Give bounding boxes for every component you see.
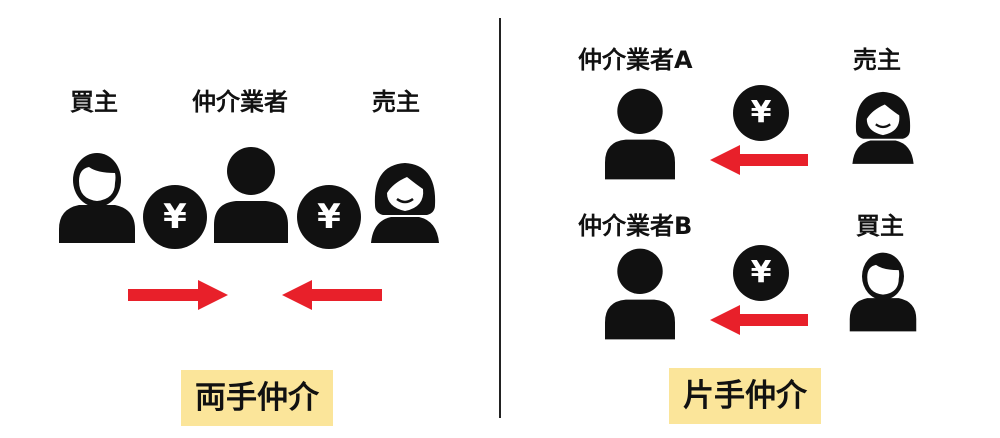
right-buyer-label: 買主: [856, 212, 904, 240]
right-top-arrow-left: [710, 145, 808, 175]
left-seller-label: 売主: [372, 88, 420, 116]
right-bottom-arrow-left: [710, 305, 808, 335]
left-caption-double-brokerage: 両手仲介: [181, 370, 333, 426]
left-buyer-person-icon: [59, 153, 135, 243]
right-seller-label: 売主: [853, 46, 901, 74]
left-yen-coin-2: ¥: [297, 185, 361, 249]
right-broker-b-label: 仲介業者B: [578, 212, 693, 240]
right-broker-a-label: 仲介業者A: [578, 46, 693, 74]
right-broker-b-person-icon: [605, 248, 675, 340]
left-buyer-label: 買主: [70, 88, 118, 116]
left-arrow-left: [282, 280, 382, 310]
left-seller-person-icon: [371, 163, 439, 243]
right-buyer-person-icon: [849, 252, 917, 332]
panel-divider: [499, 18, 501, 418]
left-broker-label: 仲介業者: [192, 88, 288, 116]
left-yen-coin-1: ¥: [143, 185, 207, 249]
right-broker-a-person-icon: [605, 88, 675, 180]
right-caption-single-brokerage: 片手仲介: [669, 368, 821, 424]
right-bottom-yen-coin: ¥: [733, 245, 789, 301]
right-top-yen-coin: ¥: [733, 85, 789, 141]
right-seller-person-icon: [852, 91, 914, 164]
left-arrow-right: [128, 280, 228, 310]
left-broker-person-icon: [214, 147, 288, 243]
